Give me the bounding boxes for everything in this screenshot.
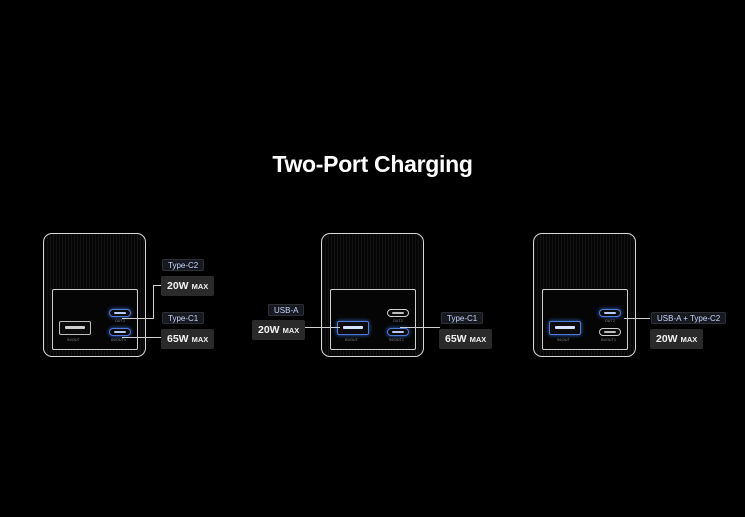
connector-line bbox=[122, 318, 154, 319]
usb-a-port bbox=[549, 321, 581, 335]
usb-c1-port bbox=[599, 328, 621, 336]
connector-line bbox=[153, 285, 154, 319]
port-label-a: IN/OUT bbox=[345, 338, 359, 342]
port-label-c1: IN/OUT1 bbox=[389, 338, 405, 342]
port-label-c2: OUT2 bbox=[393, 319, 404, 323]
port-label-c1: IN/OUT1 bbox=[111, 338, 127, 342]
power-watts: 65W bbox=[445, 333, 467, 345]
port-label-c2: OUT2 bbox=[115, 319, 126, 323]
power-max: MAX bbox=[469, 335, 487, 344]
usb-c2-port bbox=[109, 309, 131, 317]
port-panel: OUT2 IN/OUT IN/OUT1 bbox=[330, 289, 416, 350]
power-watts: 20W bbox=[656, 333, 678, 345]
power-max: MAX bbox=[191, 335, 209, 344]
port-tag: USB-A + Type-C2 bbox=[651, 312, 727, 324]
usb-c2-port bbox=[599, 309, 621, 317]
port-tag: USB-A bbox=[268, 304, 305, 316]
charger-scenario-3: OUT2 IN/OUT IN/OUT1 bbox=[533, 233, 636, 357]
connector-line bbox=[153, 285, 162, 286]
port-label-c1: IN/OUT1 bbox=[601, 338, 617, 342]
power-max: MAX bbox=[191, 282, 209, 291]
charger-scenario-2: OUT2 IN/OUT IN/OUT1 bbox=[321, 233, 424, 357]
power-max: MAX bbox=[680, 335, 698, 344]
port-label-a: IN/OUT bbox=[557, 338, 571, 342]
usb-c1-port bbox=[387, 328, 409, 336]
port-tag: Type-C2 bbox=[162, 259, 205, 271]
usb-a-port bbox=[337, 321, 369, 335]
power-watts: 20W bbox=[167, 280, 189, 292]
port-label-a: IN/OUT bbox=[67, 338, 81, 342]
connector-line bbox=[122, 337, 164, 338]
page-title: Two-Port Charging bbox=[272, 151, 473, 177]
usb-c1-port bbox=[109, 328, 131, 336]
connector-line bbox=[624, 318, 650, 319]
port-tag: Type-C1 bbox=[441, 312, 484, 324]
usb-a-port bbox=[59, 321, 91, 335]
usb-c2-port bbox=[387, 309, 409, 317]
connector-line bbox=[400, 327, 440, 328]
port-tag: Type-C1 bbox=[162, 312, 205, 324]
power-max: MAX bbox=[282, 326, 300, 335]
connector-line bbox=[301, 327, 340, 328]
power-watts: 65W bbox=[167, 333, 189, 345]
power-watts: 20W bbox=[258, 324, 280, 336]
port-label-c2: OUT2 bbox=[605, 319, 616, 323]
port-panel: OUT2 IN/OUT IN/OUT1 bbox=[52, 289, 138, 350]
charger-scenario-1: OUT2 IN/OUT IN/OUT1 bbox=[43, 233, 146, 357]
port-panel: OUT2 IN/OUT IN/OUT1 bbox=[542, 289, 628, 350]
